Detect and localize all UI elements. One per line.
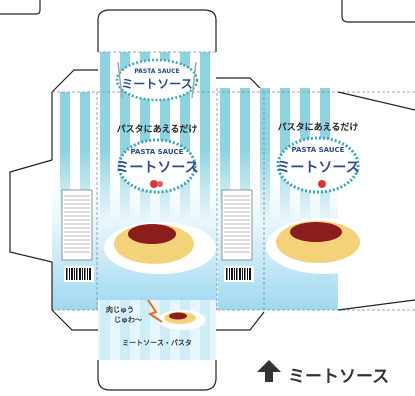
barcode-right [226, 268, 251, 280]
front-label-big: ミートソース [115, 160, 198, 176]
top-flap-label: PASTA SAUCE ミートソース [115, 58, 199, 102]
top-flap-label-big: ミートソース [121, 77, 192, 91]
bottom-tagline-1: 肉じゅう [106, 305, 134, 314]
back-slogan: パスタにあえるだけ [278, 121, 359, 133]
front-pasta-plate [104, 222, 216, 274]
back-pasta-plate [266, 218, 382, 274]
template-title-text: ミートソース [288, 367, 389, 387]
sizzle-icon [147, 299, 163, 323]
bottom-flap-content: 肉じゅう じゅわ〜 ミートソース・パスタ [106, 299, 206, 347]
front-label-small: PASTA SAUCE [131, 148, 184, 156]
front-panel [97, 88, 217, 310]
template-title: ミートソース [257, 360, 389, 387]
tomato-icon [157, 181, 163, 187]
left-side-panel [52, 92, 97, 310]
glue-flap [9, 159, 53, 263]
right-side-panel-art [221, 189, 254, 282]
bottom-flap [97, 300, 217, 391]
corner-cut-topleft [0, 0, 41, 15]
back-label-big: ミートソース [276, 160, 359, 176]
nutrition-lines [64, 195, 90, 253]
cut-lines [51, 91, 415, 331]
nutrition-facts-box [61, 189, 93, 261]
left-dust-flap-top [51, 69, 98, 93]
fork-spoon-icon [117, 61, 197, 99]
top-flap-label-small: PASTA SAUCE [134, 68, 179, 75]
tomato-icon [150, 180, 158, 188]
front-label: パスタにあえるだけ PASTA SAUCE ミートソース [115, 123, 199, 194]
front-slogan: パスタにあえるだけ [117, 123, 198, 135]
tomato-icon [318, 180, 326, 188]
bottom-tagline-2: じゅわ〜 [114, 316, 142, 324]
barcode-left [66, 268, 91, 280]
back-label: パスタにあえるだけ PASTA SAUCE ミートソース [276, 121, 360, 194]
top-tuck-flap-outline [97, 9, 217, 52]
right-dust-flap-top [216, 77, 265, 93]
back-label-small: PASTA SAUCE [292, 146, 345, 154]
bottom-caption: ミートソース・パスタ [122, 338, 192, 347]
corner-cut-topright [341, 0, 415, 23]
up-arrow-icon [257, 360, 281, 382]
